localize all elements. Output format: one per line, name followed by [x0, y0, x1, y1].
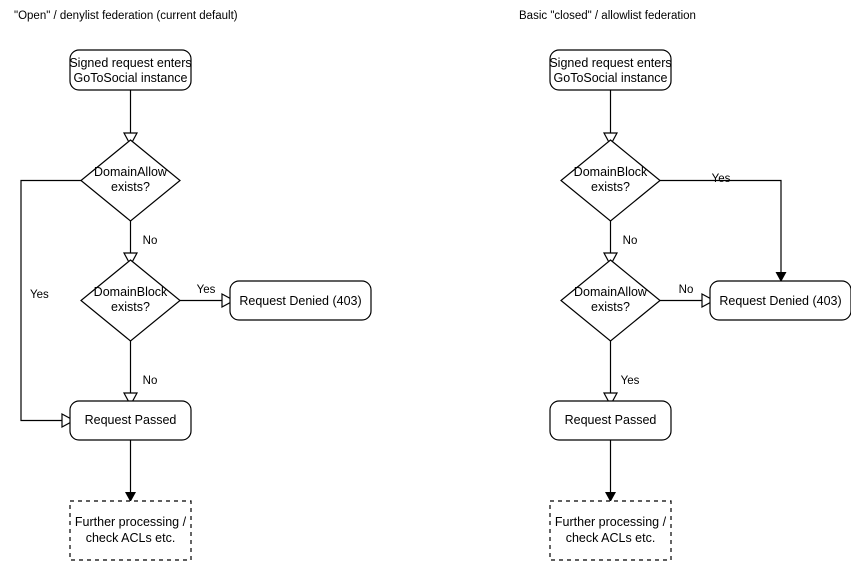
node-request-passed-left-label: Request Passed	[85, 413, 177, 427]
edge-label-right-allow-yes: Yes	[621, 375, 640, 387]
node-decision-domainblock-left[interactable]: DomainBlock exists?	[80, 259, 181, 342]
arrowhead-hollow-icon	[122, 132, 139, 147]
diagram-title-open-denylist: "Open" / denylist federation (current de…	[14, 10, 238, 22]
edge-label-left-allow-no: No	[143, 235, 158, 247]
node-request-denied-left-label: Request Denied (403)	[239, 294, 361, 308]
edge-right-passed-to-further	[605, 440, 616, 502]
node-further-processing-left-label-line1: Further processing /	[75, 515, 187, 529]
diagram-title-closed-allowlist: Basic "closed" / allowlist federation	[519, 10, 696, 22]
edge-label-left-allow-yes: Yes	[30, 289, 49, 301]
arrowhead-hollow-icon	[221, 292, 236, 309]
node-decision-domainallow-left[interactable]: DomainAllow exists?	[80, 139, 181, 222]
arrowhead-hollow-icon	[602, 392, 619, 407]
edge-right-allow-yes-to-passed: Yes	[602, 341, 640, 407]
node-start-right-label-line2: GoToSocial instance	[554, 71, 668, 85]
arrowhead-hollow-icon	[61, 412, 76, 429]
node-further-processing-right-label-line2: check ACLs etc.	[566, 531, 656, 545]
node-further-processing-left[interactable]: Further processing / check ACLs etc.	[69, 500, 192, 561]
node-request-denied-right-shape	[709, 280, 851, 321]
node-start-right-label-line1: Signed request enters	[549, 56, 671, 70]
edge-left-allow-yes-to-passed: Yes	[20, 179, 81, 429]
edge-left-allow-no-to-block: No	[122, 221, 158, 267]
edge-right-block-no-to-allow: No	[602, 221, 638, 267]
diagram-closed-allowlist: Basic "closed" / allowlist federation Si…	[519, 10, 851, 561]
node-further-processing-right-label-line1: Further processing /	[555, 515, 667, 529]
arrowhead-hollow-icon	[602, 252, 619, 267]
edge-left-block-yes-to-denied: Yes	[180, 284, 236, 309]
node-start-left[interactable]: Signed request enters GoToSocial instanc…	[69, 49, 192, 91]
node-decision-domainblock-right-label-line1: DomainBlock	[574, 165, 648, 179]
edge-label-right-block-yes: Yes	[712, 173, 731, 185]
edge-right-allow-no-to-denied: No	[660, 284, 716, 309]
node-start-right[interactable]: Signed request enters GoToSocial instanc…	[549, 49, 672, 91]
node-decision-domainallow-right[interactable]: DomainAllow exists?	[560, 259, 661, 342]
node-decision-domainblock-right[interactable]: DomainBlock exists?	[560, 139, 661, 222]
node-request-denied-right[interactable]: Request Denied (403)	[709, 280, 851, 321]
node-decision-domainblock-left-label-line2: exists?	[111, 300, 150, 314]
arrowhead-solid-icon	[605, 492, 616, 502]
edge-label-left-block-no: No	[143, 375, 158, 387]
node-decision-domainallow-right-label-line2: exists?	[591, 300, 630, 314]
node-further-processing-right[interactable]: Further processing / check ACLs etc.	[549, 500, 672, 561]
node-request-passed-left[interactable]: Request Passed	[69, 400, 192, 441]
arrowhead-hollow-icon	[122, 392, 139, 407]
edge-right-block-yes-to-denied: Yes	[660, 173, 787, 282]
node-decision-domainallow-left-label-line1: DomainAllow	[94, 165, 168, 179]
edge-left-block-no-to-passed: No	[122, 341, 158, 407]
edge-right-start-to-block	[602, 90, 619, 147]
edge-label-right-block-no: No	[623, 235, 638, 247]
edge-label-right-allow-no: No	[679, 284, 694, 296]
node-request-denied-left[interactable]: Request Denied (403)	[229, 280, 372, 321]
node-request-denied-right-label: Request Denied (403)	[719, 294, 841, 308]
node-request-passed-right[interactable]: Request Passed	[549, 400, 672, 441]
arrowhead-solid-icon	[125, 492, 136, 502]
node-request-denied-left-shape	[229, 280, 372, 321]
node-decision-domainallow-right-label-line1: DomainAllow	[574, 285, 648, 299]
node-start-left-label-line2: GoToSocial instance	[74, 71, 188, 85]
diagram-open-denylist: "Open" / denylist federation (current de…	[14, 10, 372, 561]
node-further-processing-left-label-line2: check ACLs etc.	[86, 531, 176, 545]
arrowhead-solid-icon	[775, 272, 787, 282]
arrowhead-hollow-icon	[122, 252, 139, 267]
node-request-passed-right-label: Request Passed	[565, 413, 657, 427]
node-decision-domainblock-right-label-line2: exists?	[591, 180, 630, 194]
arrowhead-hollow-icon	[701, 292, 716, 309]
node-further-processing-right-shape	[549, 500, 672, 561]
node-decision-domainallow-left-label-line2: exists?	[111, 180, 150, 194]
node-start-left-label-line1: Signed request enters	[69, 56, 191, 70]
edge-left-start-to-allow	[122, 90, 139, 147]
edge-label-left-block-yes: Yes	[197, 284, 216, 296]
edge-left-passed-to-further	[125, 440, 136, 502]
node-further-processing-left-shape	[69, 500, 192, 561]
node-decision-domainblock-left-label-line1: DomainBlock	[94, 285, 168, 299]
arrowhead-hollow-icon	[602, 132, 619, 147]
